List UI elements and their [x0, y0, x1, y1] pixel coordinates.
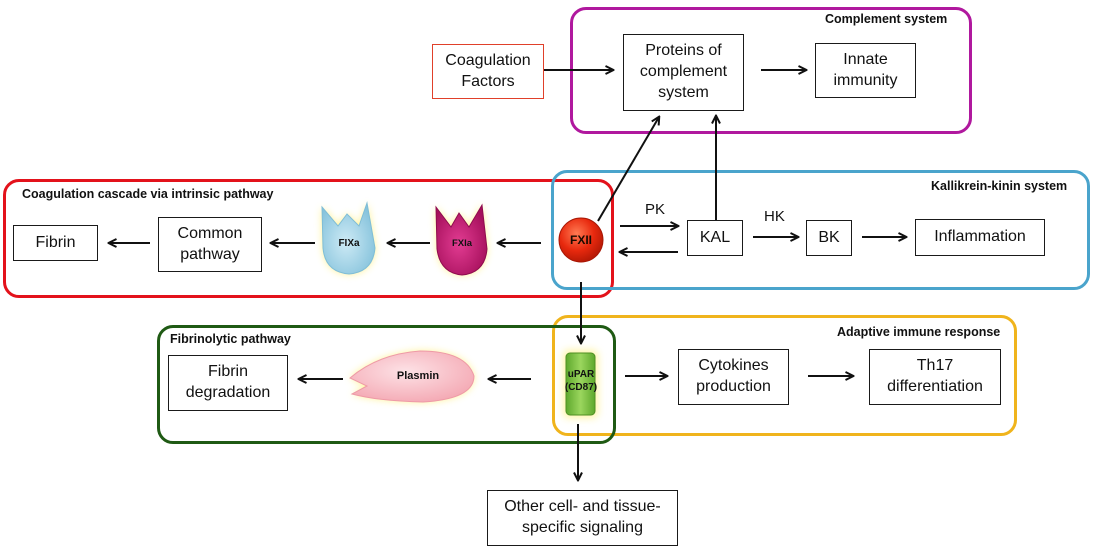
- common-pathway-box: Common pathway: [158, 217, 262, 272]
- arrow-fxii-to-proteins: [597, 117, 659, 222]
- fxii-label: FXII: [569, 233, 592, 247]
- kallikrein-title: Kallikrein-kinin system: [931, 179, 1068, 193]
- pk-label: PK: [645, 201, 666, 218]
- upar-shape: [563, 350, 598, 418]
- plasmin-label: Plasmin: [396, 370, 440, 382]
- fibrinolytic-title: Fibrinolytic pathway: [170, 332, 291, 346]
- fibrin-degradation-box: Fibrin degradation: [168, 355, 288, 411]
- coagulation-factors-box: Coagulation Factors: [432, 44, 544, 99]
- fxia-label: FXIa: [451, 238, 473, 249]
- inflammation-box: Inflammation: [915, 219, 1045, 256]
- fxia-shape: [435, 203, 488, 276]
- upar-label: uPAR (CD87): [564, 369, 598, 393]
- fxii-shape: [558, 217, 604, 263]
- hk-label: HK: [764, 208, 785, 225]
- plasmin-shape: [349, 350, 475, 403]
- region-adaptive: [552, 315, 1017, 436]
- cytokines-box: Cytokines production: [678, 349, 789, 405]
- adaptive-title: Adaptive immune response: [837, 325, 1001, 339]
- fixa-shape: [321, 201, 376, 275]
- other-signaling-box: Other cell- and tissue- specific signali…: [487, 490, 678, 546]
- region-kallikrein: [551, 170, 1090, 290]
- proteins-complement-box: Proteins of complement system: [623, 34, 744, 111]
- fixa-label: FIXa: [338, 238, 360, 249]
- fibrin-box: Fibrin: [13, 225, 98, 261]
- kal-box: KAL: [687, 220, 743, 256]
- bk-box: BK: [806, 220, 852, 256]
- arrows: [109, 70, 906, 480]
- region-fibrinolytic: [157, 325, 616, 444]
- innate-immunity-box: Innate immunity: [815, 43, 916, 98]
- coagulation-title: Coagulation cascade via intrinsic pathwa…: [22, 187, 274, 201]
- region-coagulation: [3, 179, 614, 298]
- complement-title: Complement system: [825, 12, 948, 26]
- th17-box: Th17 differentiation: [869, 349, 1001, 405]
